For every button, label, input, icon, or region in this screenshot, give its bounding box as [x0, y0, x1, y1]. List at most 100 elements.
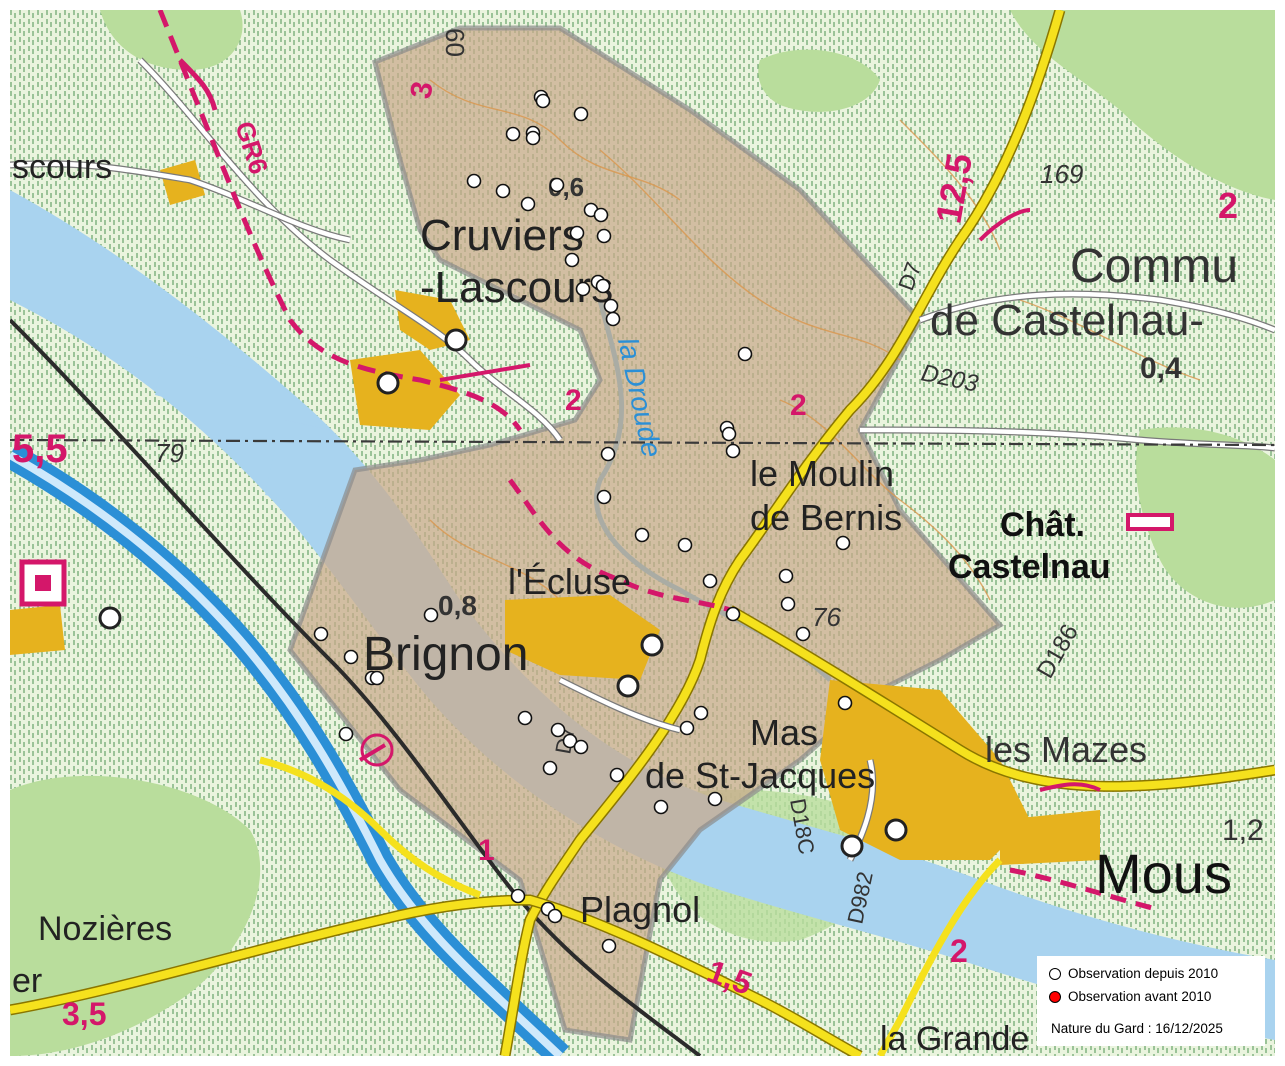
place-label-la-grande: la Grande [880, 1020, 1029, 1056]
observation-point-since-2010[interactable] [677, 537, 693, 553]
observation-point-since-2010[interactable] [573, 739, 589, 755]
place-label-castelnau: Castelnau [948, 548, 1111, 586]
observation-point-since-2010[interactable] [338, 726, 354, 742]
observation-point-since-2010[interactable] [535, 93, 551, 109]
map-legend: Observation depuis 2010 Observation avan… [1037, 956, 1265, 1046]
observation-point-since-2010[interactable] [596, 489, 612, 505]
observation-point-since-2010[interactable] [634, 527, 650, 543]
place-label-mas: Mas [750, 712, 818, 753]
observation-point-since-2010[interactable] [547, 908, 563, 924]
place-label-de-bernis: de Bernis [750, 497, 902, 538]
urban-area [1000, 810, 1100, 865]
observation-point-since-2010[interactable] [721, 426, 737, 442]
red-circle-icon [1049, 990, 1061, 1003]
place-label-lascours-left: scours [12, 148, 112, 186]
observation-point-since-2010[interactable] [520, 196, 536, 212]
observation-point-since-2010[interactable] [837, 695, 853, 711]
observation-point-since-2010[interactable] [369, 670, 385, 686]
place-label-plagnol: Plagnol [580, 889, 700, 930]
place-label-les-mazes: les Mazes [985, 729, 1147, 770]
place-label-de-st-jacques: de St-Jacques [645, 755, 875, 796]
distance-0-4: 0,4 [1140, 352, 1182, 385]
observation-point-since-2010[interactable] [693, 705, 709, 721]
forest-patch [10, 775, 261, 1056]
observation-point-since-2010[interactable] [780, 596, 796, 612]
observation-point-since-2010[interactable] [505, 126, 521, 142]
map-frame[interactable]: Cruviers -Lascours scours Commu de Caste… [10, 10, 1275, 1056]
forest-patch [1010, 10, 1275, 200]
observation-point-since-2010[interactable] [562, 733, 578, 749]
distance-2-d: 2 [950, 933, 968, 969]
urban-area [350, 350, 460, 430]
observation-point-since-2010[interactable] [835, 535, 851, 551]
observation-point-since-2010[interactable] [707, 791, 723, 807]
contour-line [779, 399, 991, 601]
urban-area [505, 595, 660, 680]
legend-item-before-2010: Observation avant 2010 [1049, 989, 1211, 1004]
church-symbol [444, 328, 468, 352]
observation-point-since-2010[interactable] [601, 938, 617, 954]
observation-point-since-2010[interactable] [313, 626, 329, 642]
observation-point-since-2010[interactable] [725, 443, 741, 459]
road-west [259, 756, 482, 899]
observation-point-since-2010[interactable] [575, 281, 591, 297]
road-d18 [728, 606, 1275, 791]
distance-1: 1 [478, 834, 495, 867]
road-d7 [501, 10, 1064, 1056]
distance-0-8: 0,8 [438, 590, 477, 621]
contour-line [429, 519, 561, 601]
church-symbol [640, 633, 664, 657]
castle-symbol [1126, 513, 1174, 531]
observation-point-since-2010[interactable] [778, 568, 794, 584]
observation-point-since-2010[interactable] [593, 207, 609, 223]
trail [439, 363, 531, 382]
observation-point-since-2010[interactable] [596, 228, 612, 244]
distance-1-2: 1,2 [1222, 814, 1264, 847]
place-label-commune: Commu [1070, 240, 1238, 293]
observation-point-since-2010[interactable] [466, 173, 482, 189]
observation-point-since-2010[interactable] [653, 799, 669, 815]
observation-point-since-2010[interactable] [573, 106, 589, 122]
observation-point-since-2010[interactable] [795, 626, 811, 642]
observation-point-since-2010[interactable] [603, 298, 619, 314]
observation-point-since-2010[interactable] [679, 720, 695, 736]
observation-point-since-2010[interactable] [423, 607, 439, 623]
urban-area [160, 160, 205, 205]
church-symbol [840, 834, 864, 858]
observation-point-since-2010[interactable] [542, 760, 558, 776]
observation-point-since-2010[interactable] [550, 722, 566, 738]
observation-point-since-2010[interactable] [605, 311, 621, 327]
church-symbol [884, 818, 908, 842]
trail [978, 208, 1031, 242]
distance-2-a: 2 [1218, 185, 1238, 226]
forest-patch [758, 49, 880, 112]
white-circle-icon [1049, 967, 1061, 980]
observation-point-since-2010[interactable] [510, 888, 526, 904]
distance-3-5: 3,5 [62, 996, 106, 1032]
elevation-76: 76 [812, 602, 841, 632]
elevation-60: 60 [440, 28, 470, 57]
trail [1009, 867, 1161, 913]
observation-point-since-2010[interactable] [737, 346, 753, 362]
observation-point-since-2010[interactable] [725, 606, 741, 622]
distance-5-5: 5,5 [12, 427, 68, 471]
observation-point-since-2010[interactable] [525, 130, 541, 146]
observation-point-since-2010[interactable] [600, 446, 616, 462]
observation-point-since-2010[interactable] [517, 710, 533, 726]
observation-point-since-2010[interactable] [549, 177, 565, 193]
observation-point-since-2010[interactable] [595, 278, 611, 294]
urban-area [820, 680, 1030, 860]
observation-point-since-2010[interactable] [564, 252, 580, 268]
contour-line [1019, 299, 1201, 381]
canal-inner [10, 451, 563, 1056]
observation-point-since-2010[interactable] [609, 767, 625, 783]
observation-point-since-2010[interactable] [343, 649, 359, 665]
observation-point-since-2010[interactable] [569, 225, 585, 241]
observation-point-since-2010[interactable] [702, 573, 718, 589]
legend-label-before-2010: Observation avant 2010 [1068, 989, 1212, 1004]
minor-road [558, 677, 681, 733]
observation-point-since-2010[interactable] [495, 183, 511, 199]
station-symbol-inner [35, 575, 51, 591]
distance-2-c: 2 [565, 384, 582, 417]
topographic-map[interactable]: Cruviers -Lascours scours Commu de Caste… [10, 10, 1275, 1056]
